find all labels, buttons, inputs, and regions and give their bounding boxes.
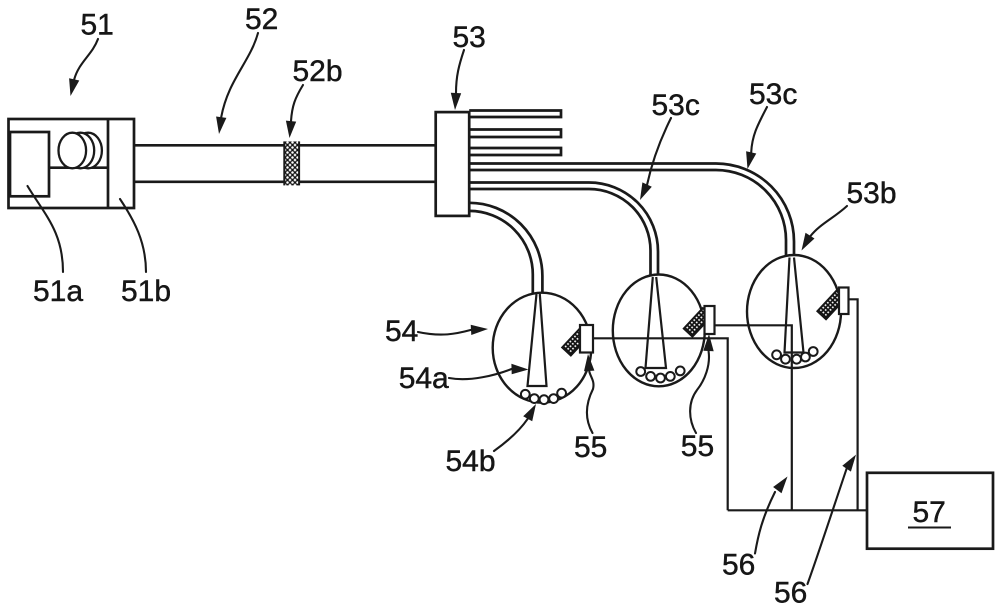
svg-text:54b: 54b: [446, 445, 496, 478]
svg-text:53c: 53c: [749, 78, 797, 111]
svg-text:56: 56: [722, 549, 755, 582]
svg-text:51b: 51b: [121, 275, 171, 308]
svg-text:54: 54: [385, 315, 418, 348]
svg-text:56: 56: [774, 577, 807, 609]
svg-text:57: 57: [913, 496, 946, 529]
svg-text:55: 55: [574, 431, 607, 464]
svg-text:51a: 51a: [33, 275, 83, 308]
svg-text:53b: 53b: [847, 177, 897, 210]
svg-text:53: 53: [453, 21, 486, 54]
svg-text:54a: 54a: [399, 362, 449, 395]
svg-text:53c: 53c: [652, 89, 700, 122]
svg-text:55: 55: [681, 430, 714, 463]
svg-text:52: 52: [245, 3, 278, 36]
svg-text:52b: 52b: [293, 55, 343, 88]
svg-text:51: 51: [81, 9, 114, 42]
